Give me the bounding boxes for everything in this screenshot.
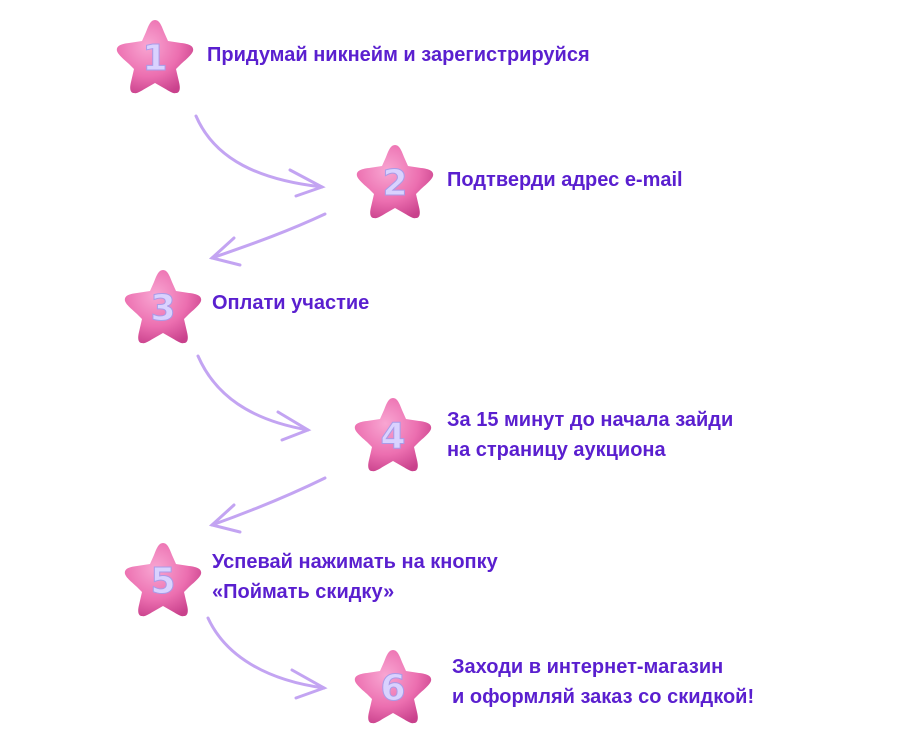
star-icon: 1: [115, 16, 195, 94]
arrow-5-to-6: [206, 616, 328, 700]
step-text-line: За 15 минут до начала зайди: [447, 409, 734, 431]
star-icon: 5: [123, 539, 203, 617]
step-number: 3: [150, 288, 175, 329]
step-3-text: Оплати участие: [212, 288, 369, 318]
step-text-line: Подтверди адрес e-mail: [447, 169, 683, 191]
step-text-line: Успевай нажимать на кнопку: [212, 551, 498, 573]
arrow-3-to-4: [196, 354, 312, 442]
step-4-text: За 15 минут до начала зайди на страницу а…: [447, 405, 733, 465]
step-2-text: Подтверди адрес e-mail: [447, 165, 683, 195]
step-number: 4: [380, 416, 405, 457]
step-text-line: на страницу аукциона: [447, 439, 666, 461]
step-text-line: «Поймать скидку»: [212, 581, 395, 603]
step-text-line: Оплати участие: [212, 292, 370, 314]
star-icon: 6: [353, 646, 433, 724]
arrow-2-to-3: [208, 212, 327, 267]
step-6-text: Заходи в интернет-магазин и оформляй зака…: [452, 652, 754, 712]
step-number: 5: [150, 561, 175, 602]
step-text-line: Придумай никнейм и зарегистрируйся: [207, 44, 590, 66]
star-icon: 3: [123, 266, 203, 344]
step-number: 2: [382, 163, 407, 204]
step-text-line: и оформляй заказ со скидкой!: [452, 686, 755, 708]
step-number: 1: [142, 38, 167, 79]
step-1-text: Придумай никнейм и зарегистрируйся: [207, 40, 590, 70]
arrow-4-to-5: [208, 476, 327, 534]
star-icon: 4: [353, 394, 433, 472]
step-5-text: Успевай нажимать на кнопку «Поймать скидк…: [212, 547, 498, 607]
arrow-1-to-2: [194, 114, 326, 198]
step-number: 6: [380, 668, 405, 709]
step-text-line: Заходи в интернет-магазин: [452, 656, 724, 678]
star-icon: 2: [355, 141, 435, 219]
